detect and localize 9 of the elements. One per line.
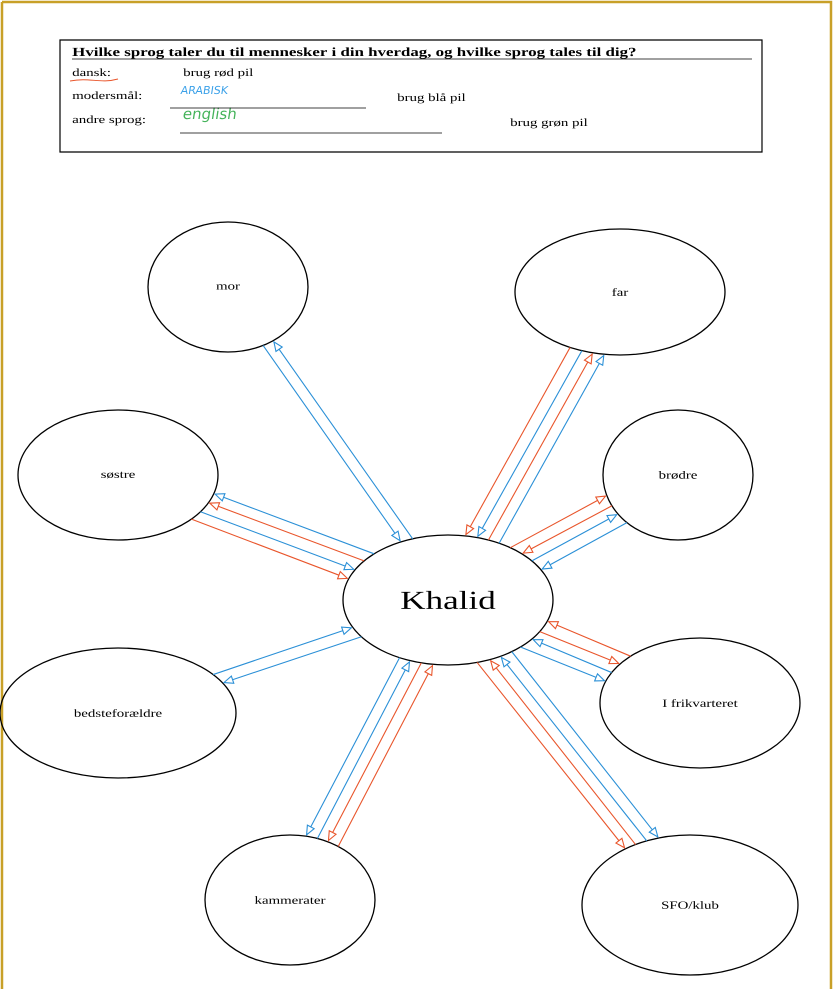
handwritten-answer: english: [184, 108, 236, 122]
instruction-text: brug blå pil: [397, 93, 466, 104]
handwritten-answer: ARABISK: [180, 86, 229, 94]
field-label: andre sprog:: [72, 115, 145, 126]
field-label: modersmål:: [72, 91, 142, 100]
instruction-text: brug rød pil: [183, 68, 253, 78]
instruction-text: brug grøn pil: [510, 118, 588, 128]
heading: Hvilke sprog taler du til mennesker i din hverdag, og hvilke sprog tales til dig?: [72, 47, 636, 59]
field-label: dansk:: [72, 68, 110, 76]
